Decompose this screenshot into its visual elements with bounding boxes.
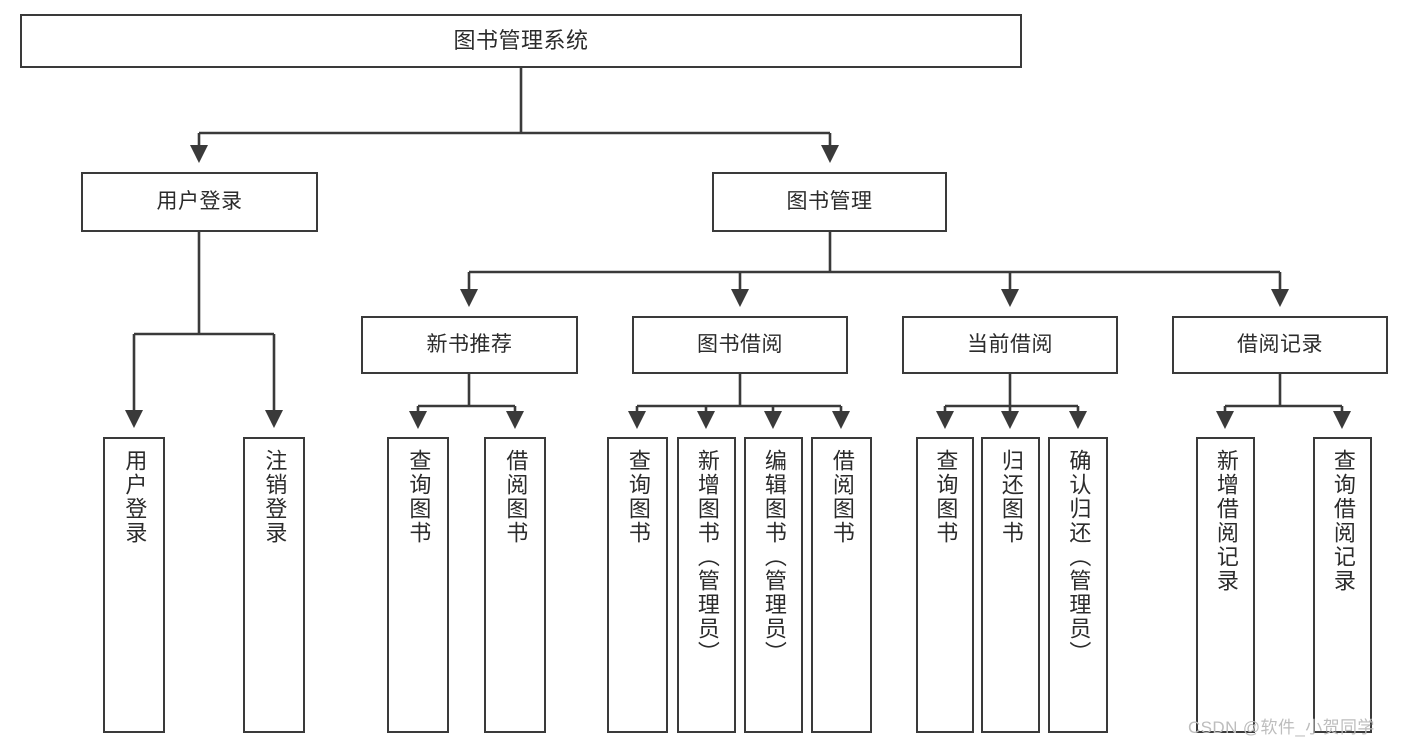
node-book-manage[interactable]: 图书管理 xyxy=(712,172,947,232)
node-leaf-confirm-return-label: 确认归还（管理员） xyxy=(1066,449,1092,665)
node-leaf-add-record-label: 新增借阅记录 xyxy=(1213,449,1239,593)
node-leaf-add-book[interactable]: 新增图书（管理员） xyxy=(677,437,736,733)
node-leaf-query-book-cur-label: 查询图书 xyxy=(933,449,959,545)
node-root[interactable]: 图书管理系统 xyxy=(20,14,1022,68)
node-book-borrow-label: 图书借阅 xyxy=(697,332,783,356)
node-leaf-query-book-rec-label: 查询图书 xyxy=(406,449,432,545)
node-leaf-query-book-cur[interactable]: 查询图书 xyxy=(916,437,974,733)
node-leaf-edit-book[interactable]: 编辑图书（管理员） xyxy=(744,437,803,733)
node-leaf-confirm-return[interactable]: 确认归还（管理员） xyxy=(1048,437,1108,733)
node-leaf-query-record-label: 查询借阅记录 xyxy=(1330,449,1356,593)
node-current-borrow[interactable]: 当前借阅 xyxy=(902,316,1118,374)
node-leaf-add-record[interactable]: 新增借阅记录 xyxy=(1196,437,1255,733)
csdn-watermark: CSDN @软件_小贺同学 xyxy=(1188,718,1375,737)
node-book-borrow[interactable]: 图书借阅 xyxy=(632,316,848,374)
node-leaf-borrow-book-rec[interactable]: 借阅图书 xyxy=(484,437,546,733)
node-leaf-add-book-label: 新增图书（管理员） xyxy=(694,449,720,665)
node-leaf-query-record[interactable]: 查询借阅记录 xyxy=(1313,437,1372,733)
node-user-login[interactable]: 用户登录 xyxy=(81,172,318,232)
node-user-login-label: 用户登录 xyxy=(156,189,243,213)
node-leaf-query-book-borrow[interactable]: 查询图书 xyxy=(607,437,668,733)
node-leaf-query-book-borrow-label: 查询图书 xyxy=(625,449,651,545)
node-leaf-edit-book-label: 编辑图书（管理员） xyxy=(761,449,787,665)
node-current-borrow-label: 当前借阅 xyxy=(967,332,1053,356)
node-leaf-borrow-book[interactable]: 借阅图书 xyxy=(811,437,872,733)
node-leaf-user-login-label: 用户登录 xyxy=(122,449,148,545)
node-leaf-return-book[interactable]: 归还图书 xyxy=(981,437,1040,733)
node-new-book-rec[interactable]: 新书推荐 xyxy=(361,316,578,374)
node-book-manage-label: 图书管理 xyxy=(786,189,873,213)
node-leaf-user-login[interactable]: 用户登录 xyxy=(103,437,165,733)
node-leaf-user-logout[interactable]: 注销登录 xyxy=(243,437,305,733)
node-borrow-record-label: 借阅记录 xyxy=(1237,332,1323,356)
node-root-label: 图书管理系统 xyxy=(453,28,589,54)
node-new-book-rec-label: 新书推荐 xyxy=(426,332,513,356)
node-leaf-user-logout-label: 注销登录 xyxy=(262,449,288,545)
node-leaf-borrow-book-rec-label: 借阅图书 xyxy=(503,449,529,545)
node-leaf-return-book-label: 归还图书 xyxy=(998,449,1024,545)
node-leaf-borrow-book-label: 借阅图书 xyxy=(829,449,855,545)
node-borrow-record[interactable]: 借阅记录 xyxy=(1172,316,1388,374)
node-leaf-query-book-rec[interactable]: 查询图书 xyxy=(387,437,449,733)
